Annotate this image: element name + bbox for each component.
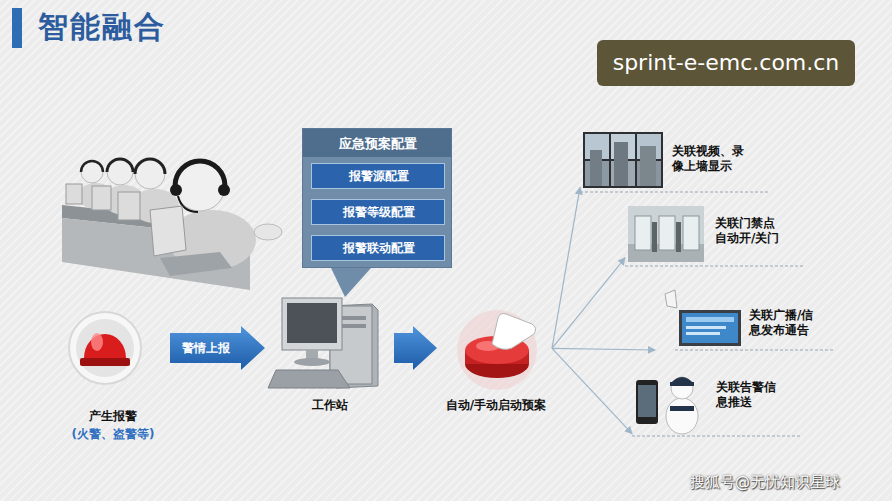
icon-part — [686, 317, 734, 322]
icon-part — [679, 310, 741, 346]
action-node: 关联告警信息推送 — [632, 366, 802, 438]
node-label: 关联视频、录像上墙显示 — [672, 144, 746, 174]
watermark: 搜狐号@无忧知识星球 — [690, 472, 840, 492]
connector-line — [552, 348, 632, 433]
icon-part — [80, 358, 130, 366]
icon-part — [614, 142, 628, 186]
icon-part — [682, 313, 738, 343]
node-label: 关联门禁点自动开/关门 — [715, 216, 781, 246]
icon-part — [84, 334, 126, 358]
icon-part — [686, 326, 726, 329]
node-label: 工作站 — [268, 398, 392, 413]
node-label: 报警联动配置 — [312, 241, 446, 256]
icon-part — [652, 222, 657, 252]
icon-part — [636, 380, 658, 424]
icon-part — [268, 370, 350, 388]
connector-line — [552, 258, 625, 349]
icon-part — [686, 332, 720, 335]
icon-part — [659, 216, 675, 250]
alarm-node: 产生报警 (火警、盗警等) — [58, 306, 168, 446]
button-node: 自动/手动启动预案 — [440, 300, 552, 415]
icon-part — [294, 358, 330, 366]
title: 智能融合 — [38, 9, 166, 45]
icon-part — [675, 350, 835, 351]
icon-part — [635, 216, 651, 250]
config-box: 报警等级配置 — [311, 199, 445, 225]
node-label: 自动/手动启动预案 — [440, 398, 552, 413]
icon-part — [583, 132, 663, 188]
icon-part — [91, 333, 103, 351]
icon-part — [638, 385, 656, 417]
block-arrow — [394, 326, 437, 370]
title-bar — [12, 8, 22, 48]
node-label: 应急预案配置 — [303, 136, 453, 152]
node-label: 报警等级配置 — [312, 205, 446, 220]
icon-part — [683, 216, 699, 250]
icon-part — [666, 398, 698, 434]
ws-icon — [268, 290, 392, 415]
icon-part — [671, 377, 693, 399]
node-label: 关联告警信息推送 — [716, 380, 782, 410]
icon-part — [331, 268, 371, 297]
icon-part — [69, 312, 141, 384]
icon-part — [625, 266, 805, 267]
config-box: 报警源配置 — [311, 163, 445, 189]
node-sublabel: (火警、盗警等) — [58, 427, 168, 442]
icon-part — [640, 146, 656, 186]
operators-illustration — [62, 159, 282, 290]
action-node: 关联广播/信息发布通告 — [655, 286, 835, 352]
watermark: sprint-e-emc.com.cn — [597, 40, 855, 86]
icon-part — [457, 310, 537, 390]
action-node: 关联门禁点自动开/关门 — [625, 204, 805, 268]
icon-part — [590, 150, 602, 186]
icon-part — [665, 290, 677, 308]
block-arrow — [170, 326, 265, 370]
icon-part — [676, 222, 681, 252]
config-panel: 报警源配置报警等级配置报警联动配置应急预案配置 — [302, 128, 452, 268]
icon-part — [492, 314, 536, 350]
config-box: 报警联动配置 — [311, 235, 445, 261]
workstation-node: 工作站 — [268, 290, 392, 415]
icon-part — [76, 319, 134, 377]
alarm-icon — [58, 306, 168, 446]
icon-part — [670, 382, 694, 386]
icon-part — [287, 303, 337, 343]
action-node: 关联视频、录像上墙显示 — [580, 128, 770, 194]
icon-part — [628, 206, 704, 262]
icon-part — [580, 192, 770, 193]
node-label: 关联广播/信息发布通告 — [749, 308, 815, 338]
btn-icon — [440, 300, 552, 415]
icon-part — [670, 406, 694, 411]
edge-label: 警情上报 — [170, 340, 241, 356]
node-label: 报警源配置 — [312, 169, 446, 184]
connector-line — [552, 187, 580, 348]
connector-line — [552, 348, 655, 350]
icon-part — [282, 298, 342, 350]
icon-part — [632, 436, 802, 437]
node-label: 产生报警 — [58, 409, 168, 424]
